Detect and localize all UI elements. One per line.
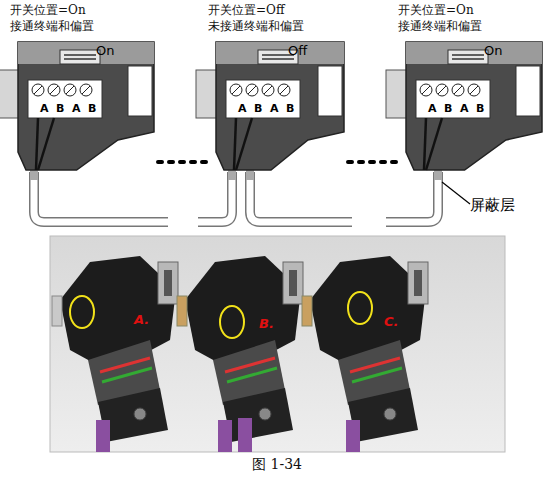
bus-connector [348, 160, 398, 164]
pin-label: A [40, 102, 49, 115]
side-tab [196, 70, 218, 118]
figure-caption: 图 1-34 [0, 456, 554, 474]
photo-connector [52, 256, 178, 452]
body-top [406, 42, 542, 64]
pin-label: B [254, 102, 262, 115]
photo [50, 236, 505, 452]
bus-connector [158, 160, 208, 164]
photo-connector [177, 256, 303, 452]
screw [32, 84, 44, 96]
screw-slot [232, 86, 240, 94]
wire [38, 118, 54, 170]
side-tab [0, 70, 20, 118]
switch [448, 50, 488, 64]
screw [420, 84, 432, 96]
switch-state: On [484, 43, 502, 58]
connector-outline [10, 40, 158, 170]
photo-connector [302, 256, 428, 452]
pin-label: A [428, 102, 437, 115]
switch-note: 接通终端和偏置 [398, 18, 482, 35]
wire [426, 118, 442, 170]
terminal-block [28, 80, 102, 118]
db9-plug [128, 66, 152, 116]
connector-outline [398, 40, 546, 170]
pin-label: A [72, 102, 81, 115]
wire [424, 118, 426, 170]
screw-slot [248, 86, 256, 94]
body-top [216, 42, 344, 64]
pin-label: A [238, 102, 247, 115]
callout-letter: B. [259, 316, 274, 331]
pin-label: B [56, 102, 64, 115]
db9-plug [516, 66, 540, 116]
db9-plug [318, 66, 342, 116]
body-top [18, 42, 154, 64]
screw [230, 84, 242, 96]
screw [262, 84, 274, 96]
switch-line [64, 54, 96, 56]
screw-slot [470, 86, 478, 94]
switch-line [262, 58, 294, 60]
switch-line [64, 58, 96, 60]
pin-label: B [286, 102, 294, 115]
screw-slot [264, 86, 272, 94]
switch [60, 50, 100, 64]
screw-slot [34, 86, 42, 94]
screw-slot [422, 86, 430, 94]
callout-letter: A. [134, 312, 149, 327]
switch-state: Off [288, 43, 307, 58]
switch-state: On [96, 43, 114, 58]
switch-note: 开关位置=On [10, 2, 86, 19]
switch-note: 接通终端和偏置 [10, 18, 94, 35]
leader-line [442, 182, 470, 204]
pin-label: B [476, 102, 484, 115]
screw [468, 84, 480, 96]
pin-label: B [88, 102, 96, 115]
switch-line [452, 58, 484, 60]
wire [234, 118, 236, 170]
wire [36, 118, 38, 170]
connector-body [216, 42, 344, 170]
terminal-block [226, 80, 300, 118]
connector-body [18, 42, 154, 170]
side-tab [386, 70, 408, 118]
wire [236, 118, 252, 170]
screw-slot [280, 86, 288, 94]
screw [48, 84, 60, 96]
screw [278, 84, 290, 96]
pin-label: A [270, 102, 279, 115]
switch-note: 开关位置=Off [208, 2, 284, 19]
switch-note: 开关位置=On [398, 2, 474, 19]
cable [30, 170, 442, 222]
screw [64, 84, 76, 96]
connector-box: 开关位置=On接通终端和偏置On [10, 40, 158, 170]
screw [80, 84, 92, 96]
screw-slot [438, 86, 446, 94]
screw-slot [50, 86, 58, 94]
screw [436, 84, 448, 96]
callout-letter: C. [384, 314, 398, 329]
screw [452, 84, 464, 96]
pin-label: B [444, 102, 452, 115]
terminal-block [416, 80, 490, 118]
pin-label: A [460, 102, 469, 115]
screw-slot [66, 86, 74, 94]
switch-note: 未接通终端和偏置 [208, 18, 304, 35]
screw [246, 84, 258, 96]
switch-line [452, 54, 484, 56]
screw-slot [454, 86, 462, 94]
connector-box: 开关位置=On接通终端和偏置On [398, 40, 546, 170]
part-name: 屏蔽层 [470, 196, 515, 215]
screw-slot [82, 86, 90, 94]
connector-body [406, 42, 542, 170]
